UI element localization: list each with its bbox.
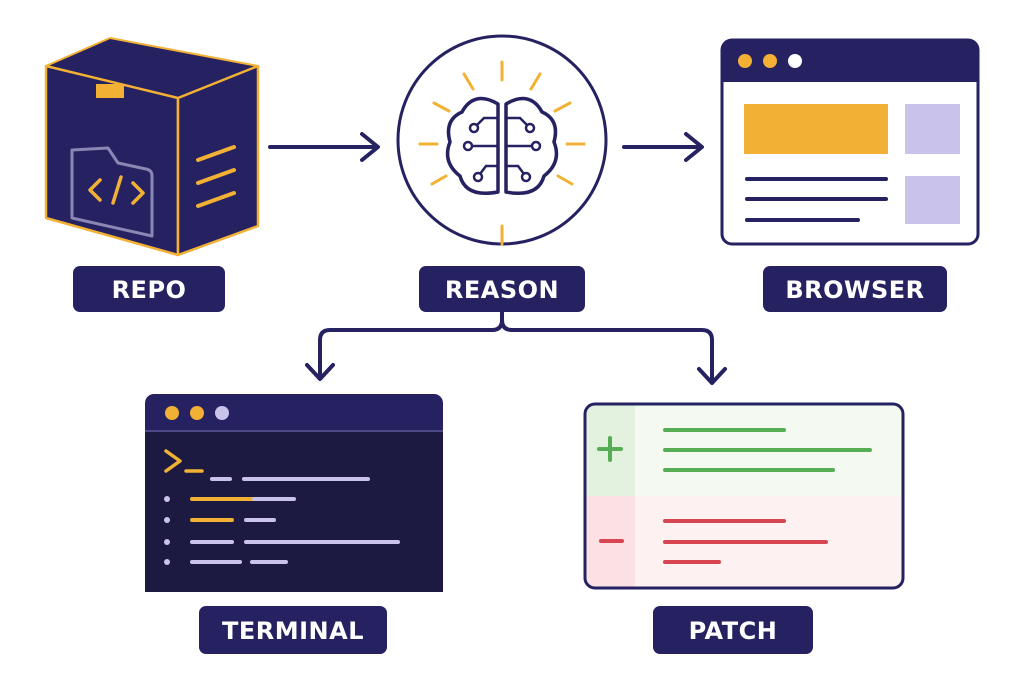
connectors: [268, 132, 727, 385]
sidebar-block: [905, 104, 960, 154]
arrow-reason-to-terminal-and-patch: [305, 310, 727, 385]
removed-lines: [663, 519, 828, 564]
code-brackets-icon: [88, 175, 145, 205]
window-dot-icon: [788, 54, 802, 68]
label-repo: REPO: [73, 266, 225, 312]
window-dot-icon: [190, 406, 204, 420]
content-banner-block: [744, 104, 888, 154]
label-reason: REASON: [419, 266, 585, 312]
window-dot-icon: [738, 54, 752, 68]
bullet-dots: [164, 496, 170, 565]
window-dot-icon: [763, 54, 777, 68]
label-browser-text: BROWSER: [785, 276, 924, 304]
plus-icon: [597, 436, 623, 462]
terminal-window-icon: [145, 394, 443, 592]
arrow-reason-to-browser: [622, 132, 704, 162]
sidebar-block: [905, 176, 960, 224]
spark-rays-icon: [418, 60, 586, 186]
diff-patch-icon: [583, 402, 905, 590]
label-browser: BROWSER: [763, 266, 947, 312]
folder-icon: [70, 146, 154, 238]
terminal-lines: [190, 477, 400, 564]
text-lines: [745, 177, 888, 222]
brain-circuit-icon: [396, 34, 608, 246]
circuit-nodes: [462, 122, 542, 183]
box-stripes-icon: [196, 145, 236, 208]
label-terminal-text: TERMINAL: [222, 617, 364, 645]
window-dot-icon: [165, 406, 179, 420]
prompt-chevron-icon: [164, 449, 204, 473]
archive-box-code-icon: [44, 37, 260, 257]
added-lines: [663, 428, 872, 472]
label-terminal: TERMINAL: [199, 606, 387, 654]
circuit-traces: [470, 116, 534, 176]
box-tape-icon: [96, 84, 124, 98]
label-patch: PATCH: [653, 606, 813, 654]
label-reason-text: REASON: [445, 276, 559, 304]
window-dot-icon: [215, 406, 229, 420]
label-patch-text: PATCH: [689, 617, 778, 645]
arrow-repo-to-reason: [268, 132, 380, 162]
browser-window-icon: [720, 38, 980, 246]
label-repo-text: REPO: [112, 276, 187, 304]
